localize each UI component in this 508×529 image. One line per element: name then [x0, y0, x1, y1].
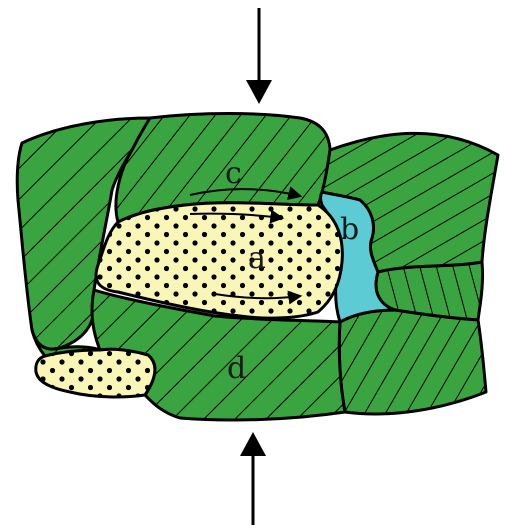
dotted-grain-small: [36, 349, 155, 397]
label-a: a: [248, 241, 266, 276]
label-d: d: [227, 351, 246, 386]
up-arrow-icon: [240, 432, 266, 525]
green-grain-right-bottom: [339, 310, 486, 414]
label-c: c: [225, 156, 242, 191]
down-arrow-icon: [246, 8, 272, 104]
label-b: b: [340, 212, 359, 247]
